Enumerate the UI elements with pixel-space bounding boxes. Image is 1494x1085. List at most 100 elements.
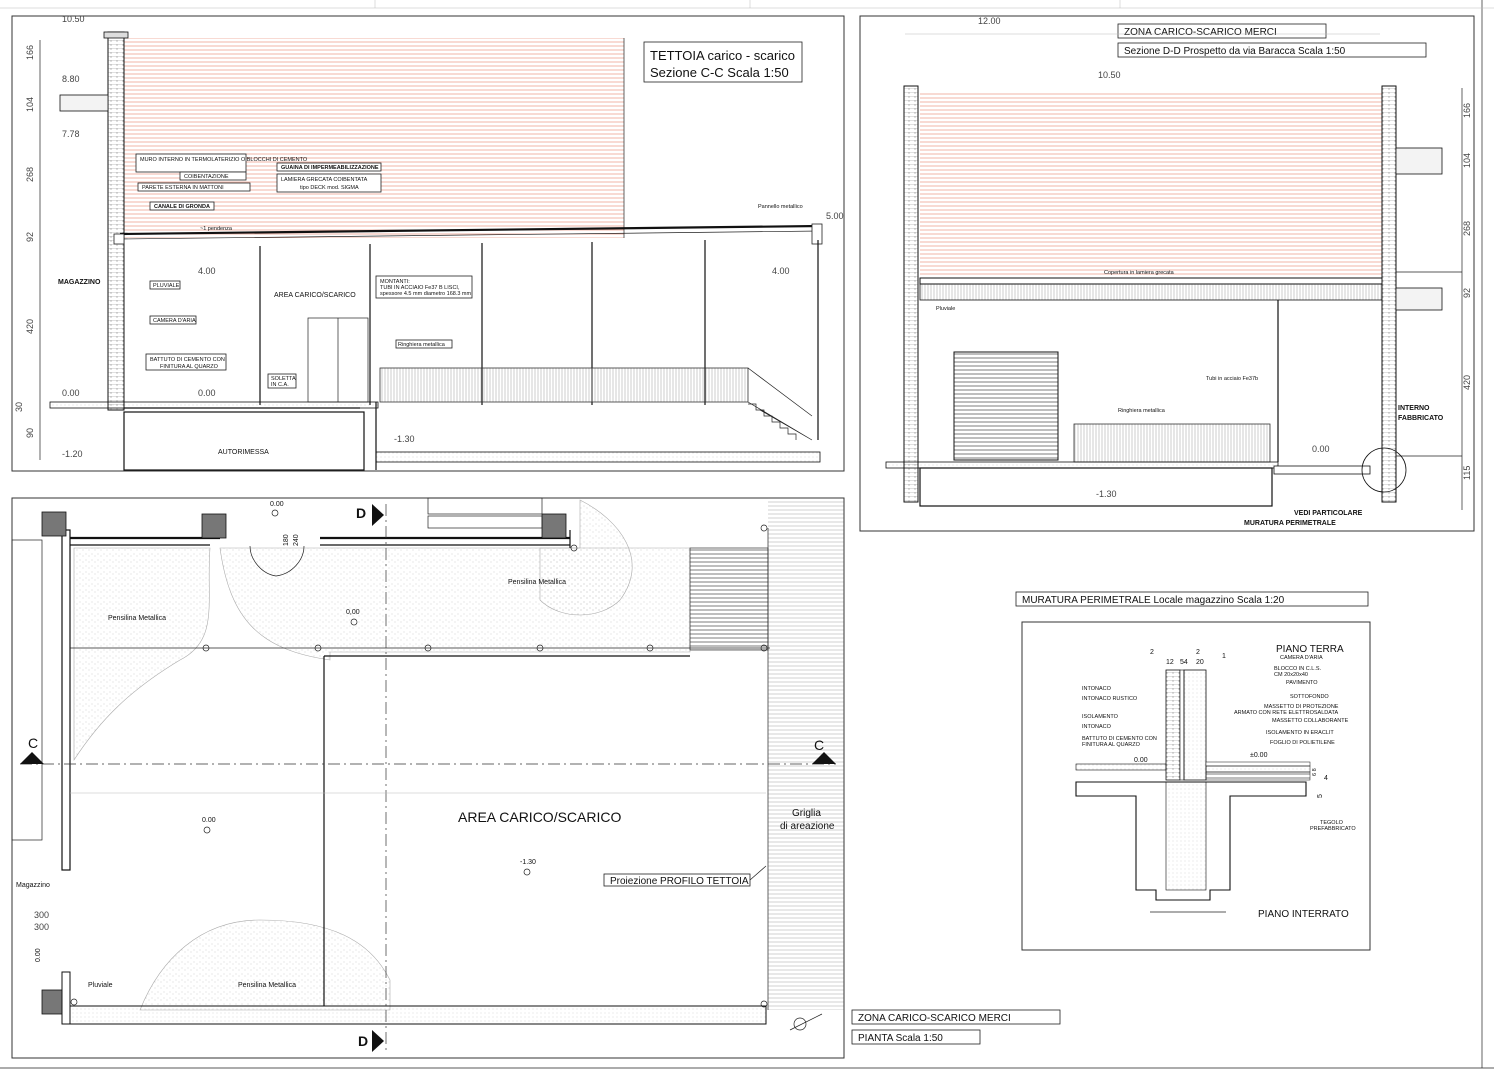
dd-label-pluviale: Pluviale bbox=[936, 306, 955, 312]
plan-label-area: AREA CARICO/SCARICO bbox=[458, 809, 621, 825]
plan-label-proiezione: Proiezione PROFILO TETTOIA bbox=[610, 876, 749, 887]
column-markers bbox=[70, 524, 768, 1008]
dd-dimensions: 166 104 268 92 420 115 bbox=[1462, 103, 1472, 480]
cc-dimensions: 166 104 268 92 420 30 90 bbox=[14, 45, 35, 438]
level-500: 5.00 bbox=[826, 211, 844, 221]
label-parete: PARETE ESTERNA IN MATTONI bbox=[142, 185, 224, 191]
dd-label-vedi2: MURATURA PERIMETRALE bbox=[1244, 520, 1336, 527]
dim-30: 30 bbox=[14, 402, 24, 412]
plan-label-pens3: Pensilina Metallica bbox=[238, 982, 296, 989]
detail-rlabel-6: ARMATO CON RETE ELETTROSALDATA bbox=[1234, 710, 1338, 716]
detail-level-000a: 0.00 bbox=[1134, 757, 1148, 764]
cc-annotations: MURO INTERNO IN TERMOLATERIZIO O BLOCCHI… bbox=[58, 153, 803, 456]
plan-dim-300a: 300 bbox=[34, 910, 49, 920]
plan-level-top: 0.00 bbox=[270, 501, 284, 508]
label-lamiera2: tipo DECK mod. SIGMA bbox=[300, 185, 359, 191]
dd-railing bbox=[1073, 423, 1271, 463]
label-autorimessa: AUTORIMESSA bbox=[218, 449, 269, 456]
detail-piano-interrato: PIANO INTERRATO bbox=[1258, 909, 1349, 920]
plan-section-d-bottom: D bbox=[358, 1033, 368, 1049]
label-soletta1: SOLETTA bbox=[271, 376, 296, 382]
plan-section-c-right: C bbox=[814, 737, 824, 753]
cc-title-box bbox=[643, 41, 803, 83]
dd-dim-420: 420 bbox=[1462, 375, 1472, 390]
plan-dim-000: 0.00 bbox=[35, 948, 42, 962]
dd-level-1050: 10.50 bbox=[1098, 70, 1121, 80]
detail-rlabel-3: PAVIMENTO bbox=[1286, 680, 1318, 686]
level-400b: 4.00 bbox=[772, 266, 790, 276]
label-soletta2: IN C.A. bbox=[271, 382, 289, 388]
plan-panel: C C D D 0.00 0,00 0.00 -1.30 Pensilina M… bbox=[11, 497, 845, 1059]
cc-title-line1: TETTOIA carico - scarico bbox=[650, 48, 795, 63]
detail-llabel-0: INTONACO bbox=[1082, 686, 1112, 692]
dd-level-000: 0.00 bbox=[1312, 444, 1330, 454]
detail-rlabel-0: CAMERA D'ARIA bbox=[1280, 655, 1323, 661]
dim-104: 104 bbox=[25, 97, 35, 112]
detail-rlabel-2: CM 20x20x40 bbox=[1274, 672, 1308, 678]
level-1050: 10.50 bbox=[62, 14, 85, 24]
detail-rlabel-1: BLOCCO IN C.L.S. bbox=[1274, 666, 1322, 672]
cc-level-markers: 10.50 8.80 7.78 5.00 4.00 4.00 0.00 0.00… bbox=[62, 14, 844, 459]
plan-level-mid: 0,00 bbox=[346, 609, 360, 616]
detail-llabel-5: FINITURA AL QUARZO bbox=[1082, 742, 1141, 748]
detail-rlabel-9: FOGLIO DI POLIETILENE bbox=[1270, 740, 1335, 746]
railing bbox=[379, 367, 749, 403]
detail-rlabel-4: SOTTOFONDO bbox=[1290, 694, 1329, 700]
dd-label-interno1: INTERNO bbox=[1398, 405, 1430, 412]
plan-level-markers: 0.00 0,00 0.00 -1.30 bbox=[202, 501, 536, 876]
level-000b: 0.00 bbox=[198, 388, 216, 398]
label-battuto1: BATTUTO DI CEMENTO CON bbox=[150, 357, 225, 363]
dd-level-m130: -1.30 bbox=[1096, 489, 1117, 499]
plan-level-left: 0.00 bbox=[202, 817, 216, 824]
plan-label-pens2: Pensilina Metallica bbox=[508, 579, 566, 586]
plan-section-d-top: D bbox=[356, 505, 366, 521]
dd-label-interno2: FABBRICATO bbox=[1398, 415, 1444, 422]
level-400a: 4.00 bbox=[198, 266, 216, 276]
detail-dim-1: 1 bbox=[1222, 653, 1226, 660]
label-coib: COIBENTAZIONE bbox=[184, 174, 229, 180]
label-pendenza: ~1 pendenza bbox=[200, 226, 233, 232]
detail-panel: MURATURA PERIMETRALE Locale magazzino Sc… bbox=[1015, 591, 1371, 951]
plan-title-line2: PIANTA Scala 1:50 bbox=[858, 1033, 943, 1044]
plan-label-griglia1: Griglia bbox=[792, 808, 821, 819]
detail-title: MURATURA PERIMETRALE Locale magazzino Sc… bbox=[1022, 595, 1285, 606]
dim-268: 268 bbox=[25, 167, 35, 182]
detail-dim-4: 4 bbox=[1324, 775, 1328, 782]
dim-166: 166 bbox=[25, 45, 35, 60]
label-magazzino: MAGAZZINO bbox=[58, 279, 101, 286]
north-arrow-icon bbox=[789, 1013, 823, 1031]
label-camera: CAMERA D'ARIA bbox=[153, 318, 196, 324]
plan-section-c-left: C bbox=[28, 735, 38, 751]
dd-dim-115: 115 bbox=[1462, 466, 1472, 480]
plan-label-pens1: Pensilina Metallica bbox=[108, 615, 166, 622]
dd-dim-92: 92 bbox=[1462, 288, 1472, 298]
level-880: 8.80 bbox=[62, 74, 80, 84]
detail-dim-12: 12 bbox=[1166, 659, 1174, 666]
dd-title-line1: ZONA CARICO-SCARICO MERCI bbox=[1124, 27, 1277, 38]
label-ringhiera-cc: Ringhiera metallica bbox=[398, 342, 446, 348]
dd-facade-hatch bbox=[920, 92, 1382, 278]
plan-dim-300b: 300 bbox=[34, 922, 49, 932]
detail-dim-68: 6 8 bbox=[1312, 768, 1318, 776]
section-dd-panel: ZONA CARICO-SCARICO MERCI Sezione D-D Pr… bbox=[859, 15, 1475, 532]
detail-tegolo1: TEGOLO bbox=[1320, 820, 1344, 826]
label-montanti1: MONTANTI: bbox=[380, 279, 410, 285]
detail-dim-2a: 2 bbox=[1150, 649, 1154, 656]
detail-left-labels: INTONACO INTONACO RUSTICO ISOLAMENTO INT… bbox=[1082, 686, 1157, 748]
label-guaina: GUAINA DI IMPERMEABILIZZAZIONE bbox=[281, 165, 379, 171]
canopy-roof bbox=[119, 224, 821, 236]
level-778: 7.78 bbox=[62, 129, 80, 139]
dd-label-tubi: Tubi in acciaio Fe37b bbox=[1206, 376, 1258, 382]
detail-level-000b: ±0.00 bbox=[1250, 752, 1268, 759]
detail-dim-5: 5 bbox=[1317, 794, 1324, 798]
level-m130: -1.30 bbox=[394, 434, 415, 444]
detail-llabel-2: ISOLAMENTO bbox=[1082, 714, 1119, 720]
section-cc-panel: 10.50 8.80 7.78 5.00 4.00 4.00 0.00 0.00… bbox=[11, 14, 845, 472]
plan-dim-180: 180 bbox=[283, 534, 290, 546]
dim-420: 420 bbox=[25, 319, 35, 334]
dim-92: 92 bbox=[25, 232, 35, 242]
plan-level-center: -1.30 bbox=[520, 859, 536, 866]
label-area-cc: AREA CARICO/SCARICO bbox=[274, 292, 356, 299]
